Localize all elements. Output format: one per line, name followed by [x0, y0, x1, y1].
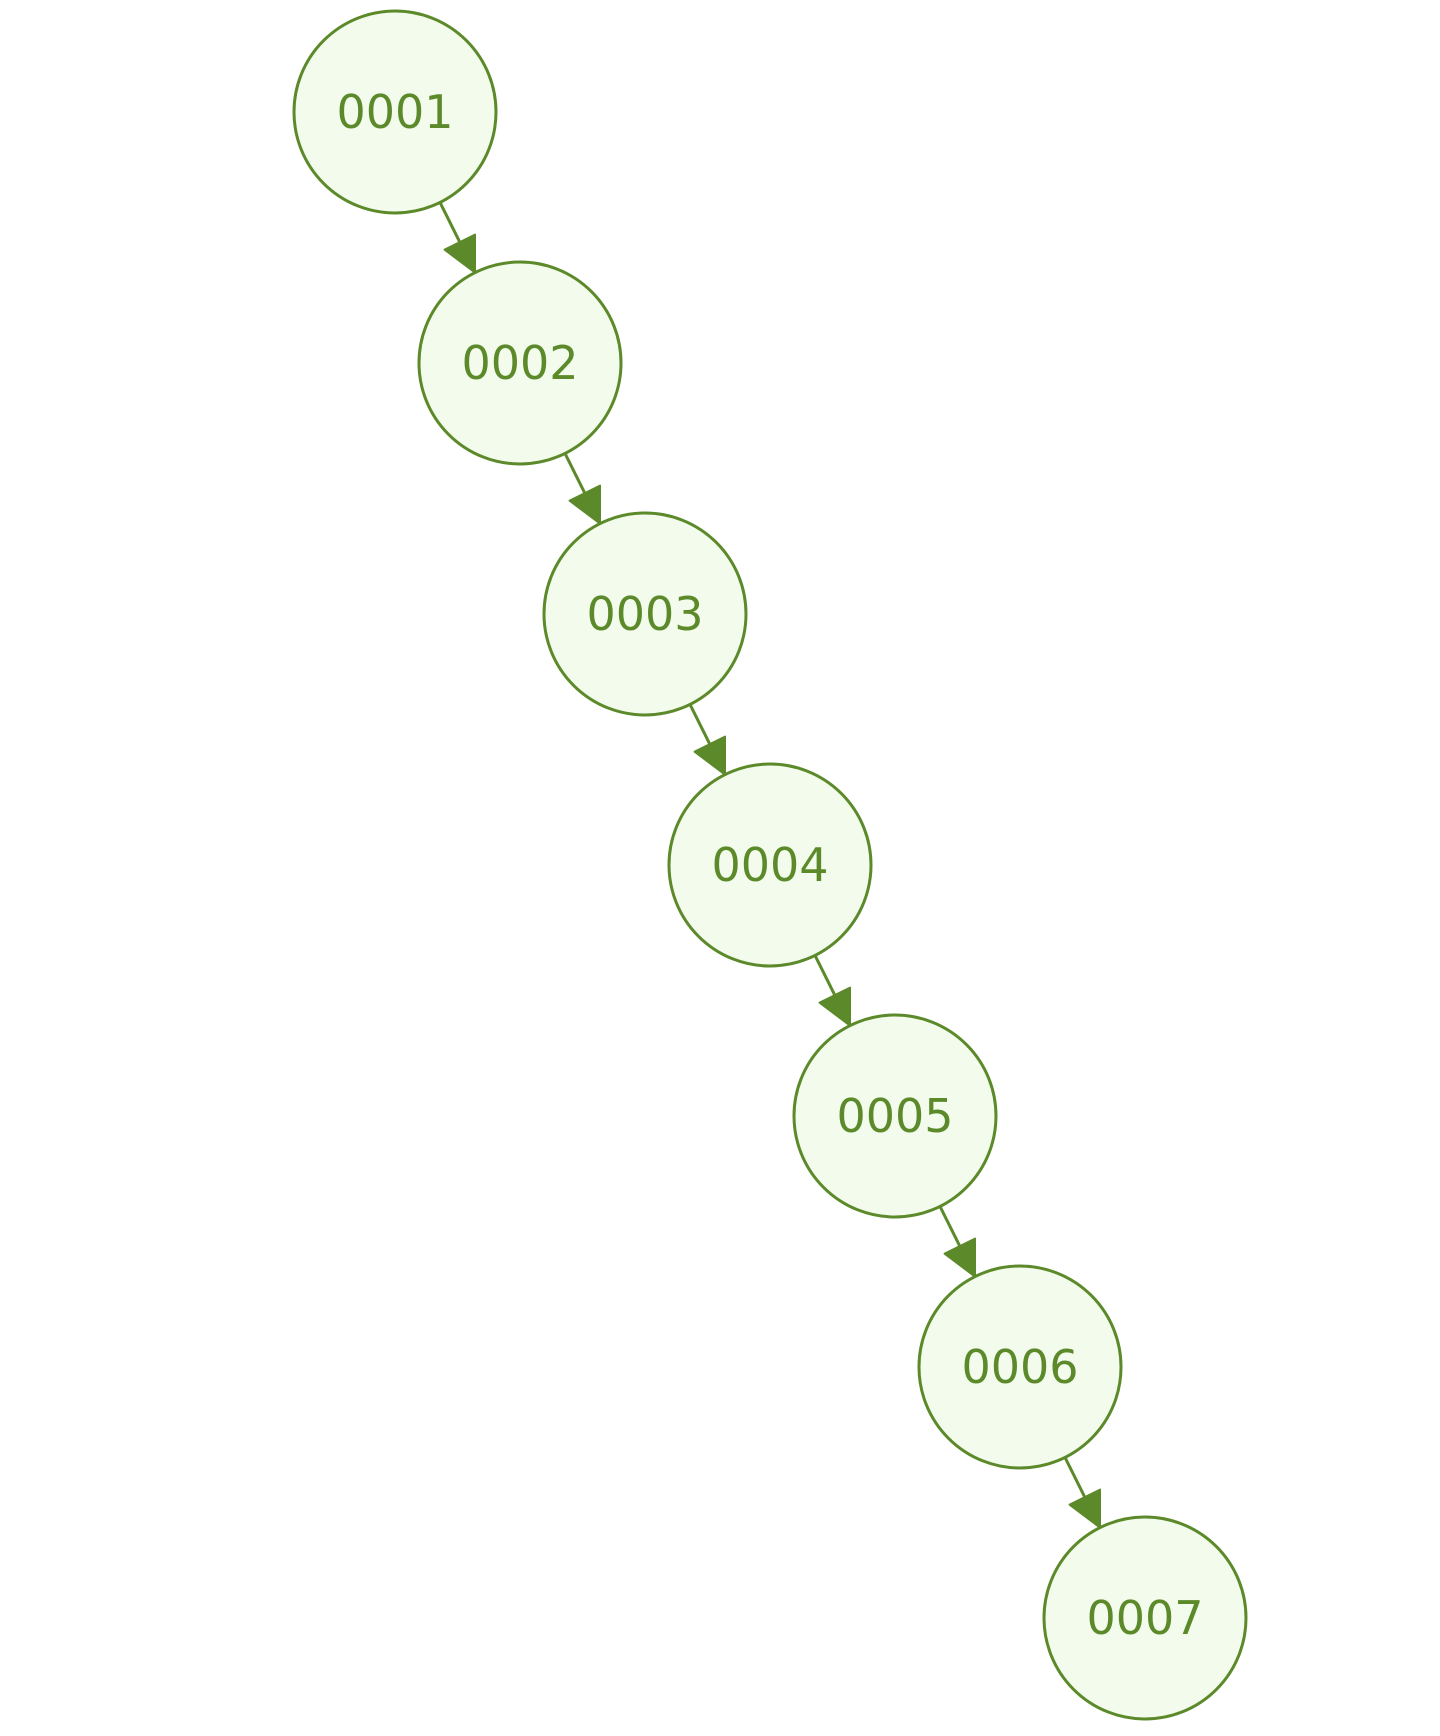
node-circle[interactable] — [417, 260, 623, 466]
arrowhead-icon — [1068, 1488, 1101, 1529]
arrowhead-icon — [443, 233, 476, 274]
node-label: 0007 — [1086, 1591, 1203, 1645]
arrowhead-icon — [568, 484, 601, 525]
node-circle[interactable] — [1042, 1515, 1248, 1721]
edge-n2-n3 — [563, 452, 601, 525]
edge-n3-n4 — [688, 703, 726, 776]
edge-line — [438, 201, 462, 243]
node-0006[interactable]: 0006 — [917, 1264, 1123, 1470]
edge-line — [688, 703, 712, 745]
arrowhead-icon — [818, 986, 851, 1027]
node-0004[interactable]: 0004 — [667, 762, 873, 968]
edge-n6-n7 — [1063, 1456, 1101, 1529]
edge-n4-n5 — [813, 954, 851, 1027]
node-label: 0004 — [711, 838, 828, 892]
node-circle[interactable] — [917, 1264, 1123, 1470]
node-label: 0001 — [336, 85, 453, 139]
arrowhead-icon — [693, 735, 726, 776]
edge-line — [563, 452, 587, 494]
edge-n5-n6 — [938, 1205, 976, 1278]
edges-layer — [438, 201, 1101, 1529]
edge-line — [813, 954, 837, 996]
node-0005[interactable]: 0005 — [792, 1013, 998, 1219]
edge-n1-n2 — [438, 201, 476, 274]
node-0001[interactable]: 0001 — [292, 9, 498, 215]
node-circle[interactable] — [792, 1013, 998, 1219]
node-0003[interactable]: 0003 — [542, 511, 748, 717]
edge-line — [938, 1205, 962, 1247]
node-0007[interactable]: 0007 — [1042, 1515, 1248, 1721]
node-label: 0005 — [836, 1089, 953, 1143]
node-label: 0003 — [586, 587, 703, 641]
node-label: 0006 — [961, 1340, 1078, 1394]
nodes-layer: 0001 0002 0003 0004 0005 0006 0007 — [292, 9, 1248, 1721]
node-circle[interactable] — [542, 511, 748, 717]
arrowhead-icon — [943, 1237, 976, 1278]
node-0002[interactable]: 0002 — [417, 260, 623, 466]
node-circle[interactable] — [667, 762, 873, 968]
node-circle[interactable] — [292, 9, 498, 215]
edge-line — [1063, 1456, 1087, 1498]
node-label: 0002 — [461, 336, 578, 390]
